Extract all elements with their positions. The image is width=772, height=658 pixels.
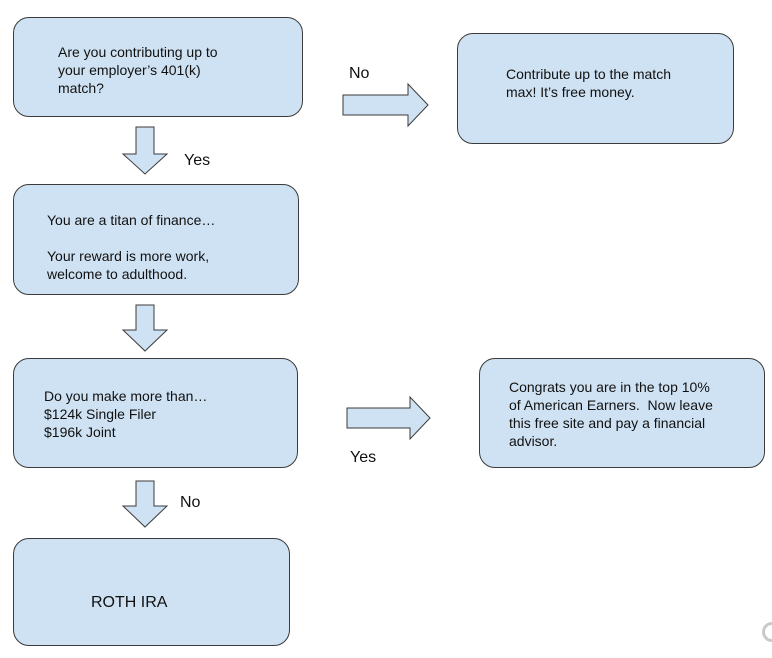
node-titan-line-1: You are a titan of finance…: [47, 212, 216, 228]
arrow-right-no: [342, 82, 429, 128]
edge-label-no-bottom: No: [180, 494, 201, 511]
node-contribute-line-2: max! It’s free money.: [506, 84, 635, 100]
node-401k-line-3: match?: [58, 80, 104, 96]
edge-label-yes-top: Yes: [184, 152, 211, 169]
node-titan: You are a titan of finance… Your reward …: [13, 184, 299, 295]
node-income-line-1: Do you make more than…: [44, 388, 208, 404]
node-titan-spacer: [47, 229, 298, 247]
arrow-right-yes: [346, 395, 431, 441]
node-contribute-match: Contribute up to the match max! It’s fre…: [457, 33, 734, 144]
node-roth-ira: ROTH IRA: [13, 538, 290, 646]
node-income-check: Do you make more than… $124k Single File…: [13, 358, 298, 468]
arrow-down-yes: [121, 126, 169, 175]
arrow-down-titan: [121, 304, 169, 352]
node-contribute-line-1: Contribute up to the match: [506, 66, 671, 82]
node-titan-line-3: welcome to adulthood.: [47, 266, 188, 282]
node-401k-line-1: Are you contributing up to: [58, 44, 218, 60]
node-roth-label: ROTH IRA: [91, 594, 168, 611]
node-top-earners-line-1: Congrats you are in the top 10%: [509, 379, 710, 395]
node-top-earners-line-3: this free site and pay a financial: [509, 415, 706, 431]
node-401k-question: Are you contributing up to your employer…: [13, 17, 303, 117]
node-income-line-3: $196k Joint: [44, 424, 116, 440]
corner-logo-fragment: [762, 622, 772, 642]
arrow-down-no: [121, 480, 169, 528]
node-401k-line-2: your employer’s 401(k): [58, 62, 201, 78]
node-titan-line-2: Your reward is more work,: [47, 248, 210, 264]
node-top-earners: Congrats you are in the top 10% of Ameri…: [479, 358, 765, 468]
edge-label-no-top: No: [349, 65, 370, 82]
node-top-earners-line-4: advisor.: [509, 433, 558, 449]
node-top-earners-line-2: of American Earners. Now leave: [509, 397, 713, 413]
edge-label-yes-right: Yes: [350, 449, 377, 466]
node-income-line-2: $124k Single Filer: [44, 406, 157, 422]
